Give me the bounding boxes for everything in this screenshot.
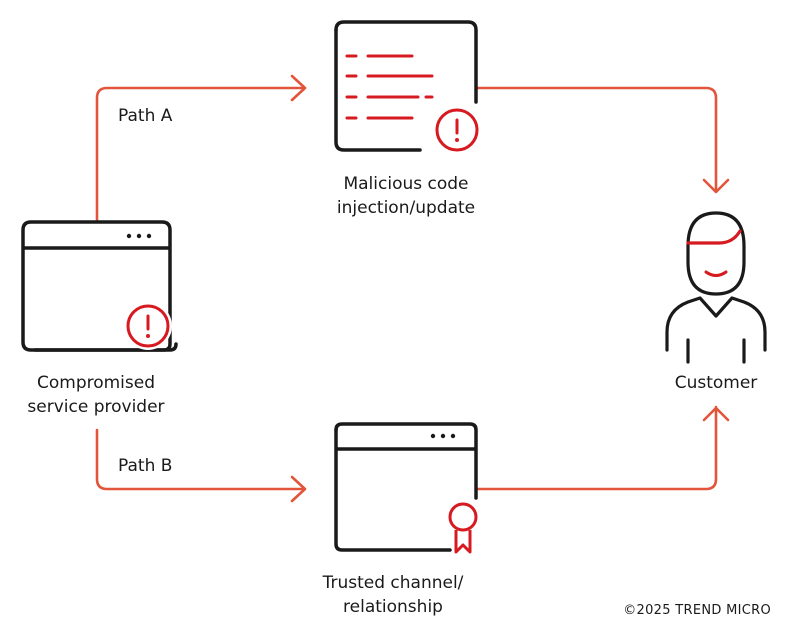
malicious-to-customer-arrow [476, 86, 718, 193]
trusted-label-line1: Trusted channel/ [322, 573, 464, 593]
path-a-arrowhead [290, 74, 307, 102]
provider-label-line1: Compromised [36, 373, 156, 393]
trusted-to-customer-arrowhead [702, 406, 730, 422]
malicious-label-line1: Malicious code [343, 174, 469, 194]
malicious-label-line2: injection/update [336, 198, 476, 218]
copyright-text: ©2025 TREND MICRO [623, 603, 771, 618]
path-b-arrowhead [290, 475, 307, 503]
path-b-label: Path B [118, 456, 173, 476]
provider-label: Compromised service provider [0, 371, 196, 419]
alert-icon [435, 108, 479, 152]
certificate-ribbon-icon [448, 502, 478, 554]
path-a-label: Path A [118, 106, 173, 126]
browser-window-certificate-icon [334, 422, 478, 554]
provider-label-line2: service provider [27, 397, 165, 417]
trusted-label-line2: relationship [343, 597, 443, 617]
code-document-alert-icon [334, 20, 479, 152]
customer-label: Customer [674, 373, 758, 393]
malicious-label: Malicious code injection/update [306, 172, 506, 220]
malicious-to-customer-arrowhead [702, 178, 730, 194]
alert-icon [126, 304, 170, 348]
trusted-label: Trusted channel/ relationship [293, 571, 493, 619]
browser-window-alert-icon [21, 220, 178, 352]
person-icon [665, 211, 767, 364]
path-a-arrow [95, 86, 306, 222]
trusted-to-customer-arrow [476, 405, 718, 491]
path-b-arrow [95, 428, 306, 491]
